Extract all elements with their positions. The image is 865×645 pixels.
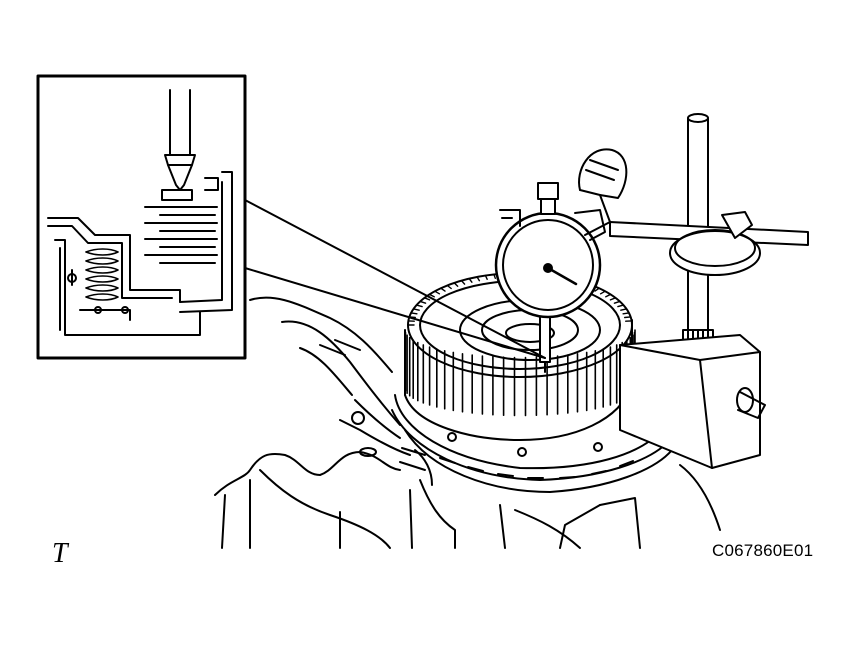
drum-splines: [404, 329, 636, 417]
magnetic-base-icon: [578, 113, 809, 469]
detail-inset: [36, 74, 247, 360]
rim-tooth: [412, 308, 420, 311]
rim-tooth: [419, 300, 427, 304]
rim-tooth: [613, 300, 621, 304]
figure-code: C067860E01: [712, 541, 814, 560]
spring-coil: [85, 266, 119, 274]
spring-coil: [85, 275, 119, 283]
rim-tooth: [493, 273, 496, 279]
rim-tooth: [423, 297, 431, 301]
rim-tooth: [624, 316, 632, 319]
reaction-plate: [391, 394, 673, 493]
rim-tooth: [446, 284, 452, 290]
rim-tooth: [410, 312, 418, 315]
rim-tooth: [428, 293, 435, 298]
rim-tooth: [468, 278, 473, 283]
rim-tooth: [453, 282, 459, 287]
rim-tooth: [620, 308, 628, 311]
rim-tooth: [609, 297, 617, 301]
rim-tooth: [617, 304, 625, 308]
spring-coil: [85, 284, 119, 292]
rim-tooth: [476, 276, 481, 282]
view-mark: T: [52, 538, 68, 569]
return-springs: [85, 248, 119, 301]
rim-tooth: [460, 280, 466, 285]
rim-tooth: [605, 293, 612, 298]
transmission-case: [214, 296, 721, 549]
rim-tooth: [434, 290, 441, 295]
rim-tooth: [440, 287, 446, 292]
rim-tooth: [599, 290, 606, 295]
rim-tooth: [594, 287, 600, 292]
rim-tooth: [415, 304, 423, 308]
spring-coil: [85, 257, 119, 265]
callout-leader: [244, 199, 546, 359]
rim-tooth: [622, 312, 630, 315]
rim-tooth: [484, 274, 488, 280]
spring-coil: [85, 293, 119, 301]
spring-coil: [85, 248, 119, 256]
dial-indicator-icon: [494, 182, 606, 373]
